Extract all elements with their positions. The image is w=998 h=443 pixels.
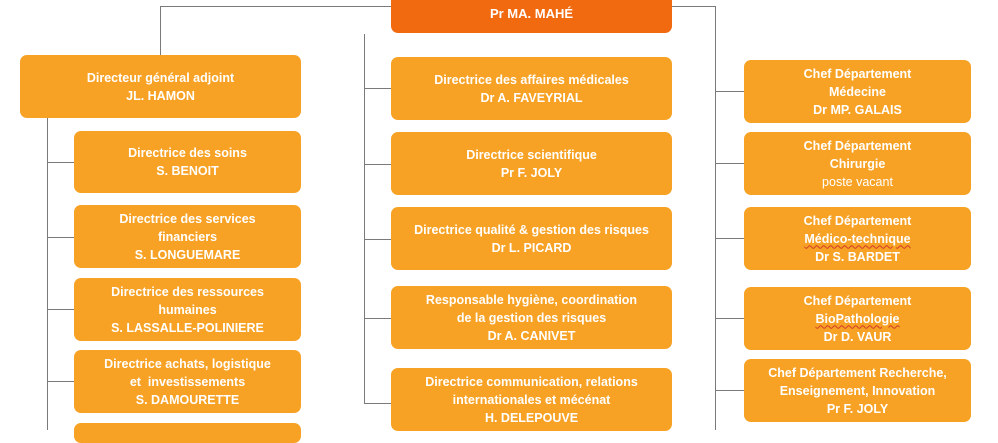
node-title-line-1: Chef Département Recherche, — [768, 365, 947, 380]
org-node-medical-affairs: Directrice des affaires médicales Dr A. … — [391, 57, 672, 120]
org-node-nursing-director: Directrice des soins S. BENOIT — [74, 131, 301, 193]
node-name: JL. HAMON — [126, 88, 195, 103]
node-title-line-2: humaines — [158, 302, 217, 317]
connector-right-3 — [715, 238, 744, 239]
connector-left-1 — [47, 162, 74, 163]
org-node-communication-director: Directrice communication, relations inte… — [391, 368, 672, 431]
connector-left-3 — [47, 309, 74, 310]
node-title-line-1: Chef Département — [803, 138, 912, 153]
node-title-line-2: Chirurgie — [829, 156, 886, 171]
connector-top-right-h — [672, 6, 716, 7]
node-title: Directrice scientifique — [466, 147, 597, 162]
connector-right-1 — [715, 91, 744, 92]
connector-top-left-h — [160, 6, 391, 7]
org-node-deputy-director: Directeur général adjoint JL. HAMON — [20, 55, 301, 118]
connector-right-4 — [715, 318, 744, 319]
node-title-line-2: financiers — [157, 229, 218, 244]
org-node-hygiene-manager: Responsable hygiène, coordination de la … — [391, 286, 672, 349]
node-title-line-2: Médico-technique — [804, 231, 911, 246]
node-title: Directeur général adjoint — [86, 70, 235, 85]
node-name: Dr A. FAVEYRIAL — [480, 90, 583, 105]
node-name: S. LASSALLE-POLINIERE — [111, 320, 264, 335]
connector-center-5 — [364, 403, 391, 404]
node-name: Pr F. JOLY — [826, 401, 889, 416]
node-title: Directrice des affaires médicales — [434, 72, 629, 87]
org-node-president: Pr MA. MAHÉ — [391, 0, 672, 33]
node-name: Pr MA. MAHÉ — [489, 5, 574, 21]
connector-right-5 — [715, 390, 744, 391]
connector-center-4 — [364, 318, 391, 319]
node-name: S. DAMOURETTE — [135, 392, 240, 407]
node-name: H. DELEPOUVE — [484, 410, 579, 425]
node-title-line-1: Chef Département — [803, 293, 912, 308]
node-name: Dr MP. GALAIS — [813, 102, 902, 117]
node-title-line-2: BioPathologie — [815, 311, 900, 326]
org-node-dept-medico-technical: Chef Département Médico-technique Dr S. … — [744, 207, 971, 270]
node-name: Dr A. CANIVET — [487, 328, 576, 343]
node-name: Dr L. PICARD — [491, 240, 572, 255]
connector-center-trunk — [364, 34, 365, 404]
org-node-dept-surgery: Chef Département Chirurgie poste vacant — [744, 132, 971, 195]
node-title-line-2: de la gestion des risques — [456, 310, 607, 325]
connector-right-trunk — [715, 6, 716, 430]
node-title-line-1: Responsable hygiène, coordination — [425, 292, 638, 307]
node-title-line-1: Directrice des services — [119, 211, 256, 226]
node-title: Directrice des soins — [128, 146, 247, 160]
org-node-hr-director: Directrice des ressources humaines S. LA… — [74, 278, 301, 341]
connector-right-2 — [715, 163, 744, 164]
node-name: Dr S. BARDET — [815, 249, 900, 264]
node-title-line-1: Chef Département — [803, 213, 912, 228]
connector-center-1 — [364, 88, 391, 89]
org-node-dept-biopathology: Chef Département BioPathologie Dr D. VAU… — [744, 287, 971, 350]
connector-left-trunk — [47, 118, 48, 430]
node-title-line-2: et investissements — [129, 374, 246, 389]
org-node-quality-director: Directrice qualité & gestion des risques… — [391, 207, 672, 270]
connector-center-2 — [364, 164, 391, 165]
node-title-line-2: internationales et mécénat — [452, 392, 611, 407]
node-name: Dr D. VAUR — [823, 329, 892, 344]
node-name: poste vacant — [822, 174, 893, 189]
org-node-partial — [74, 423, 301, 443]
connector-top-left-v — [160, 6, 161, 55]
connector-left-2 — [47, 237, 74, 238]
node-name: S. BENOIT — [156, 164, 219, 178]
node-title-line-1: Directrice communication, relations — [425, 374, 638, 389]
node-title-line-1: Chef Département — [803, 66, 912, 81]
node-title-line-1: Directrice des ressources — [111, 284, 264, 299]
org-node-scientific-director: Directrice scientifique Pr F. JOLY — [391, 132, 672, 195]
org-node-dept-research: Chef Département Recherche, Enseignement… — [744, 359, 971, 422]
org-node-dept-medicine: Chef Département Médecine Dr MP. GALAIS — [744, 60, 971, 123]
node-name: S. LONGUEMARE — [134, 247, 241, 262]
connector-center-3 — [364, 239, 391, 240]
node-title: Directrice qualité & gestion des risques — [414, 222, 649, 237]
org-node-finance-director: Directrice des services financiers S. LO… — [74, 205, 301, 268]
node-title-line-2: Enseignement, Innovation — [779, 383, 936, 398]
org-node-purchasing-director: Directrice achats, logistique et investi… — [74, 350, 301, 413]
connector-left-4 — [47, 381, 74, 382]
node-title-line-1: Directrice achats, logistique — [104, 356, 271, 371]
node-title-line-2: Médecine — [829, 84, 886, 99]
node-name: Pr F. JOLY — [500, 165, 563, 180]
